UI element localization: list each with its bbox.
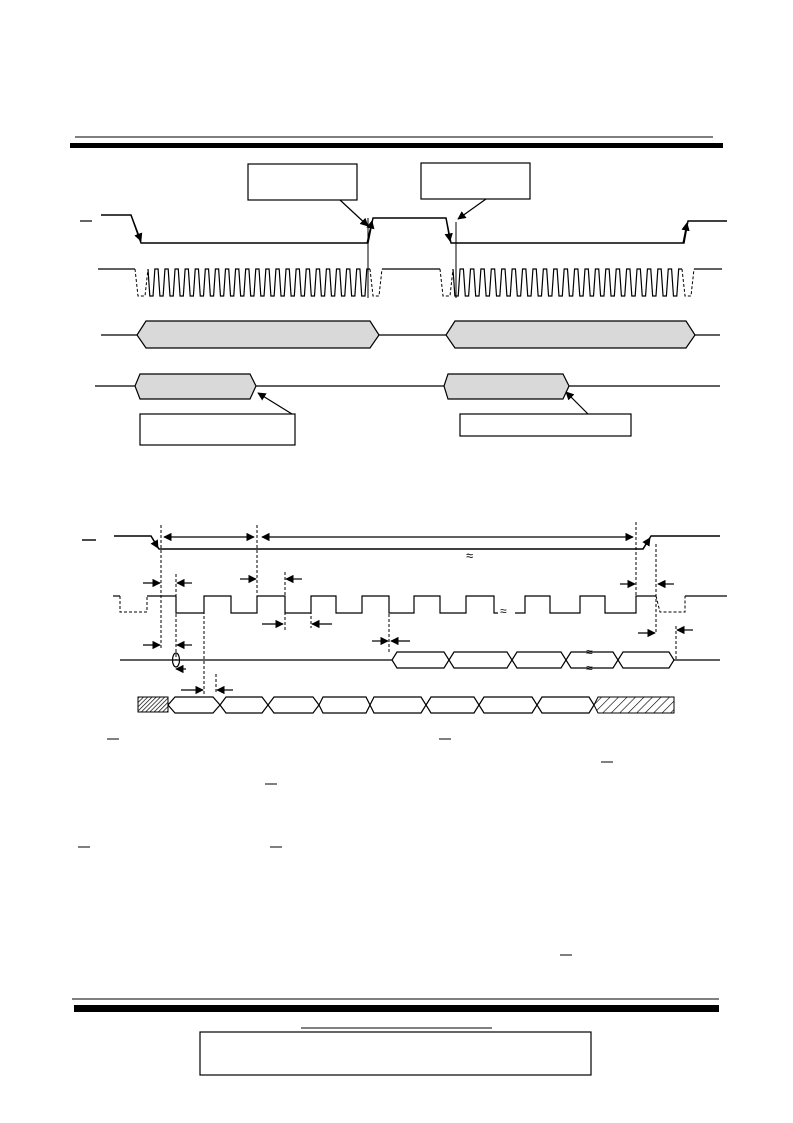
serial-input-waveform <box>137 696 675 714</box>
svg-text:≈: ≈ <box>586 645 593 659</box>
footer-area <box>72 998 719 1076</box>
callout-box-bottom-left <box>139 413 296 446</box>
data-bus-row-1 <box>101 320 720 349</box>
chip-select-waveform-2 <box>82 535 720 550</box>
chip-select-waveform <box>80 214 727 298</box>
svg-text:≈: ≈ <box>500 604 507 618</box>
serial-clock-waveform <box>98 268 722 297</box>
callout-box-bottom-right <box>459 413 632 437</box>
serial-clock-waveform-2: ≈ <box>113 595 727 618</box>
lower-timing-diagram: ≈ ≈ <box>78 522 727 956</box>
header-rules <box>70 136 723 148</box>
callout-box-top-right <box>420 162 531 200</box>
svg-text:≈: ≈ <box>466 548 473 563</box>
timing-arrows: ≈ <box>143 532 693 695</box>
serial-output-waveform: ≈ ≈ <box>120 645 720 675</box>
callout-box-top-left <box>247 163 358 201</box>
svg-text:≈: ≈ <box>586 661 593 675</box>
data-bus-row-2 <box>95 373 720 400</box>
overline-marks <box>78 738 613 956</box>
footer-note-box <box>199 1031 592 1076</box>
upper-timing-diagram <box>80 162 727 446</box>
